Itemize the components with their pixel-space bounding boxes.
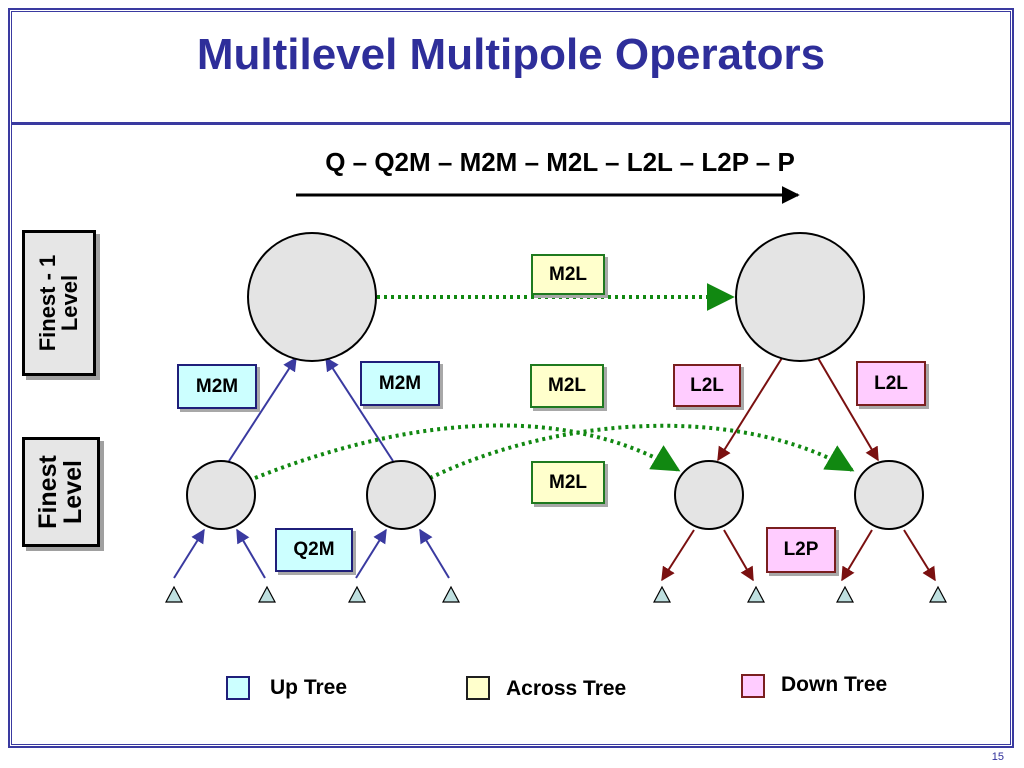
l2l-box-right: L2L xyxy=(856,361,926,406)
q2m-arrow xyxy=(173,528,205,579)
level-label-coarse-text: Finest - 1 Level xyxy=(35,254,82,352)
title-divider xyxy=(11,122,1011,125)
m2m-arrows xyxy=(228,356,394,462)
particle-triangle xyxy=(929,585,947,603)
source-leaf-node xyxy=(366,460,436,530)
l2p-arrows xyxy=(661,529,936,582)
particle-triangle xyxy=(348,585,366,603)
m2m-box-left: M2M xyxy=(177,364,257,409)
legend-label-down-tree: Down Tree xyxy=(781,673,888,696)
q2m-box: Q2M xyxy=(275,528,353,572)
legend-label-up-tree: Up Tree xyxy=(270,676,348,699)
legend-swatch-across-tree xyxy=(466,676,490,700)
l2p-box: L2P xyxy=(766,527,836,573)
q2m-arrow xyxy=(355,528,387,579)
m2m-arrow xyxy=(228,356,297,462)
q2m-arrow xyxy=(419,528,450,579)
m2l-arrow-fine-b xyxy=(429,423,855,480)
target-leaf-node xyxy=(854,460,924,530)
source-parent-node xyxy=(247,232,377,362)
m2l-box-bottom: M2L xyxy=(531,461,605,504)
particle-triangle xyxy=(165,585,183,603)
target-parent-node xyxy=(735,232,865,362)
particle-triangle xyxy=(747,585,765,603)
particle-triangle xyxy=(442,585,460,603)
level-label-coarse: Finest - 1 Level xyxy=(22,230,96,376)
m2l-box-top: M2L xyxy=(531,254,605,295)
particles xyxy=(165,585,947,603)
source-leaf-node xyxy=(186,460,256,530)
slide-frame-outer xyxy=(8,8,1014,748)
legend-label-across-tree: Across Tree xyxy=(506,677,627,700)
m2m-arrow xyxy=(325,356,394,462)
particle-triangle xyxy=(258,585,276,603)
tree-nodes xyxy=(186,232,924,530)
level-label-fine-text: Finest Level xyxy=(34,455,87,529)
l2l-box-left: L2L xyxy=(673,364,741,407)
particle-triangle xyxy=(653,585,671,603)
slide-title: Multilevel Multipole Operators xyxy=(196,30,826,79)
l2l-arrow xyxy=(717,357,783,462)
m2l-arrows xyxy=(254,283,855,480)
page-number: 15 xyxy=(991,751,1004,763)
legend-swatch-up-tree xyxy=(226,676,250,700)
target-leaf-node xyxy=(674,460,744,530)
particle-triangle xyxy=(836,585,854,603)
m2l-box-middle: M2L xyxy=(530,364,604,408)
l2l-arrow xyxy=(817,357,879,462)
operator-sequence: Q – Q2M – M2M – M2L – L2L – L2P – P xyxy=(325,147,795,177)
l2p-arrow xyxy=(903,529,936,582)
legend-swatch-down-tree xyxy=(741,674,765,698)
level-label-fine: Finest Level xyxy=(22,437,100,547)
l2p-arrow xyxy=(841,529,873,582)
l2p-arrow xyxy=(723,529,754,582)
slide-frame-inner xyxy=(11,11,1011,745)
q2m-arrows xyxy=(173,528,450,579)
m2m-box-right: M2M xyxy=(360,361,440,406)
l2l-arrows xyxy=(717,357,879,462)
l2p-arrow xyxy=(661,529,695,582)
q2m-arrow xyxy=(236,528,266,579)
m2l-arrow-fine-a xyxy=(254,423,681,480)
